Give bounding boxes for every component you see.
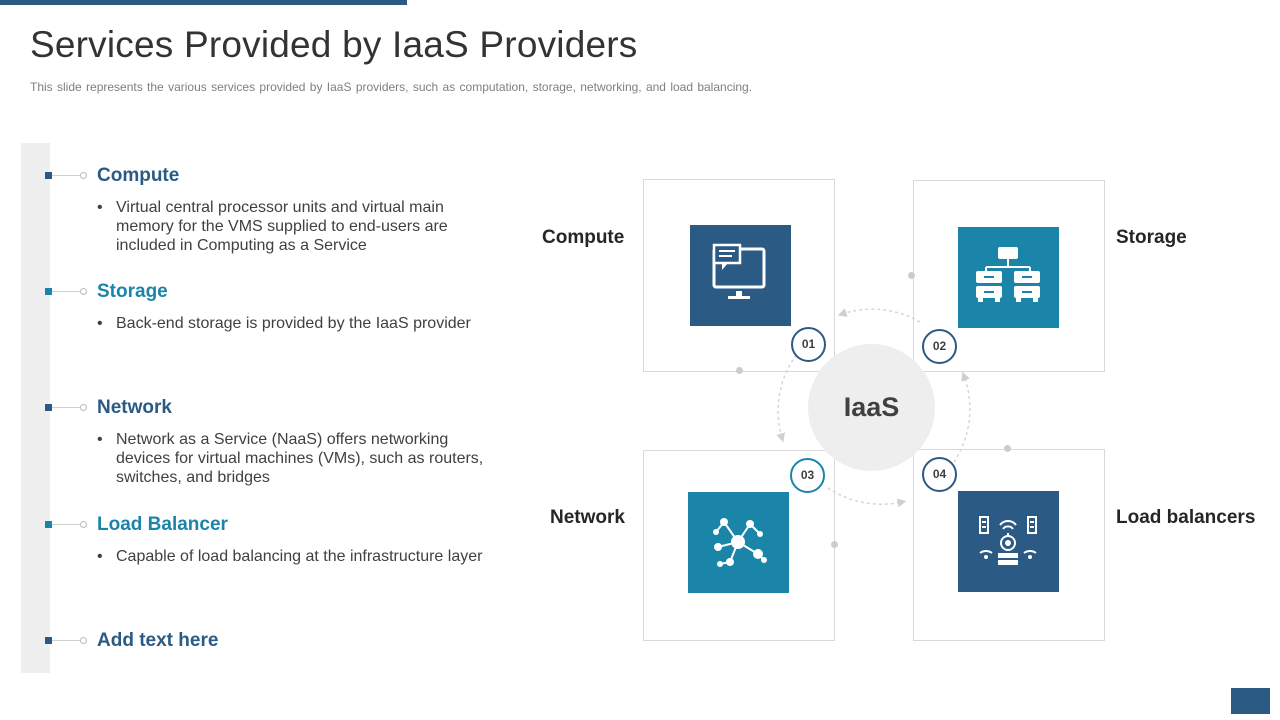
connector-line xyxy=(52,640,80,641)
square-marker xyxy=(45,288,52,295)
frame-dot xyxy=(831,541,838,548)
top-accent-bar xyxy=(0,0,407,5)
square-marker xyxy=(45,521,52,528)
diagram-label-compute: Compute xyxy=(542,227,625,248)
diagram-label-load-balancers: Load balancers xyxy=(1116,507,1256,528)
item-heading: Network xyxy=(97,397,172,418)
item-heading: Storage xyxy=(97,281,168,302)
connector-line xyxy=(52,291,80,292)
item-description: Back-end storage is provided by the IaaS… xyxy=(97,314,491,333)
ring-marker xyxy=(80,404,87,411)
frame-dot xyxy=(1004,445,1011,452)
connector-line xyxy=(52,407,80,408)
step-number-02: 02 xyxy=(922,329,957,364)
step-number-03: 03 xyxy=(790,458,825,493)
corner-accent-box xyxy=(1231,688,1270,714)
diagram-label-network: Network xyxy=(550,507,625,528)
ring-marker xyxy=(80,172,87,179)
item-description: Network as a Service (NaaS) offers netwo… xyxy=(97,430,491,487)
load-balancer-icon xyxy=(958,491,1059,592)
item-heading: Add text here xyxy=(97,630,219,651)
center-iaas-circle: IaaS xyxy=(808,344,935,471)
connector-line xyxy=(52,175,80,176)
item-heading: Compute xyxy=(97,165,180,186)
page-title: Services Provided by IaaS Providers xyxy=(30,24,638,65)
square-marker xyxy=(45,404,52,411)
item-description: Capable of load balancing at the infrast… xyxy=(97,547,491,566)
item-heading: Load Balancer xyxy=(97,514,228,535)
network-nodes-icon xyxy=(688,492,789,593)
square-marker xyxy=(45,172,52,179)
page-subtitle: This slide represents the various servic… xyxy=(30,80,753,94)
square-marker xyxy=(45,637,52,644)
ring-marker xyxy=(80,521,87,528)
computer-monitor-icon xyxy=(690,225,791,326)
step-number-04: 04 xyxy=(922,457,957,492)
frame-dot xyxy=(908,272,915,279)
connector-line xyxy=(52,524,80,525)
item-description: Virtual central processor units and virt… xyxy=(97,198,491,255)
ring-marker xyxy=(80,637,87,644)
server-storage-icon xyxy=(958,227,1059,328)
frame-dot xyxy=(736,367,743,374)
ring-marker xyxy=(80,288,87,295)
diagram-label-storage: Storage xyxy=(1116,227,1187,248)
cycle-arrows xyxy=(776,308,971,508)
step-number-01: 01 xyxy=(791,327,826,362)
